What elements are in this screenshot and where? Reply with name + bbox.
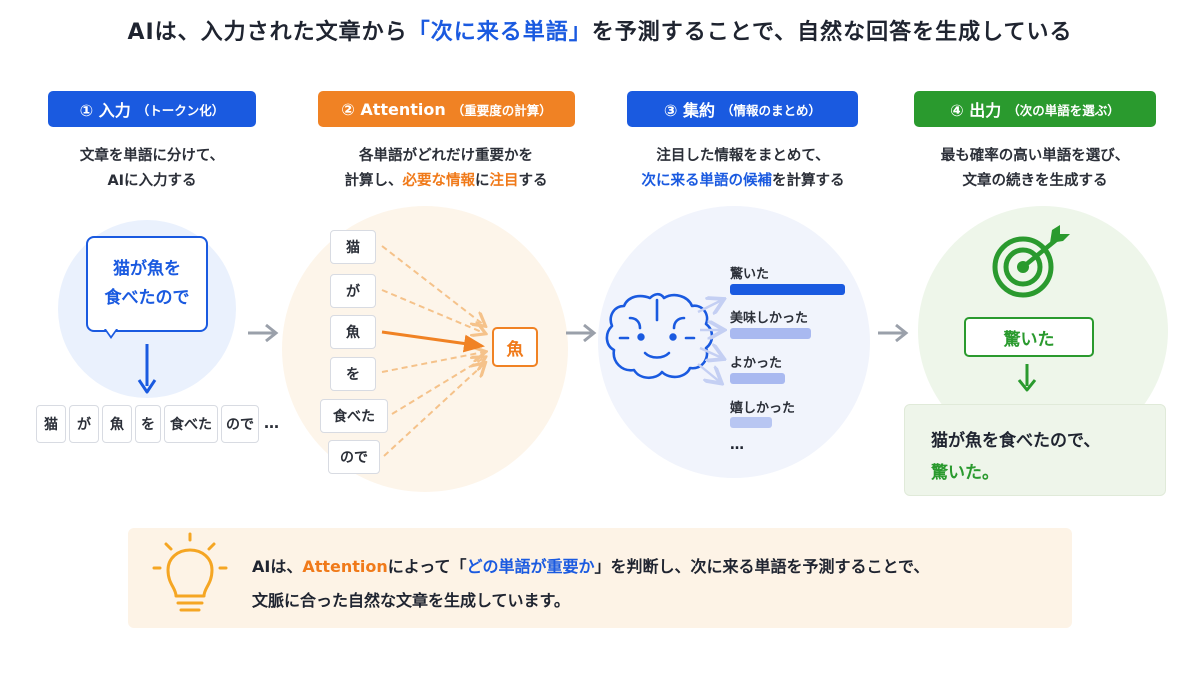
step-arrow-2 — [566, 323, 597, 343]
target-icon — [992, 225, 1070, 298]
step2-desc-text-c: に — [475, 173, 490, 189]
step3-badge-label: ③ 集約 — [663, 101, 716, 120]
summary-highlight: どの単語が重要か — [466, 557, 595, 576]
attention-token: 食べた — [320, 399, 388, 433]
step4-desc-line1: 最も確率の高い単語を選び、 — [940, 148, 1130, 164]
attention-target-token: 魚 — [492, 327, 538, 367]
summary-a5: 」を判断し、次に来る単語を予測することで、 — [594, 557, 930, 576]
bubble-line1: 猫が魚を — [113, 259, 181, 279]
output-selected-word: 驚いた — [964, 317, 1094, 357]
step2-badge-label: ② Attention — [341, 99, 446, 119]
summary-text: AIは、Attentionによって「どの単語が重要か」を判断し、次に来る単語を予… — [252, 550, 929, 618]
attention-token: ので — [328, 440, 380, 474]
step4-badge-label: ④ 出力 — [950, 101, 1002, 120]
input-token: 猫 — [36, 405, 66, 443]
input-token-ellipsis: … — [264, 414, 279, 432]
candidate-label: 驚いた — [730, 267, 770, 282]
step1-badge: ① 入力 （トークン化） — [48, 91, 256, 127]
step3-badge: ③ 集約 （情報のまとめ） — [627, 91, 858, 127]
step2-desc-text-a: 計算し、 — [344, 173, 403, 189]
input-token: 食べた — [164, 405, 218, 443]
candidate-ellipsis: … — [730, 437, 744, 453]
step-arrow-1 — [248, 323, 279, 343]
step4-badge: ④ 出力 （次の単語を選ぶ） — [914, 91, 1156, 127]
step2-desc-highlight-d: 注目 — [489, 173, 519, 189]
step3-desc-highlight: 次に来る単語の候補 — [641, 173, 773, 189]
step1-desc-line1: 文章を単語に分けて、 — [79, 148, 225, 164]
step2-badge: ② Attention （重要度の計算） — [318, 91, 575, 127]
step4-badge-sub: （次の単語を選ぶ） — [1007, 102, 1120, 118]
step4-down-arrow — [1017, 364, 1037, 392]
input-token: ので — [221, 405, 259, 443]
step1-desc-line2: AIに入力する — [107, 173, 197, 189]
title-part2: を予測することで、自然な回答を生成している — [591, 20, 1073, 45]
candidate-bar — [730, 328, 811, 339]
step3-desc-text: を計算する — [772, 173, 845, 189]
attention-token: 猫 — [330, 230, 376, 264]
summary-a1: AIは、 — [252, 557, 303, 576]
title-highlight: 「次に来る単語」 — [407, 20, 592, 45]
output-final-sentence: 猫が魚を食べたので、 驚いた。 — [904, 404, 1166, 496]
final-line1: 猫が魚を食べたので、 — [931, 431, 1101, 451]
step2-desc-line1: 各単語がどれだけ重要かを — [359, 148, 533, 164]
step4-description: 最も確率の高い単語を選び、 文章の続きを生成する — [900, 144, 1170, 194]
step1-badge-sub: （トークン化） — [136, 102, 225, 118]
attention-token: が — [330, 274, 376, 308]
input-token: 魚 — [102, 405, 132, 443]
input-speech-bubble: 猫が魚を 食べたので — [86, 236, 208, 332]
step3-badge-sub: （情報のまとめ） — [721, 102, 822, 118]
step2-description: 各単語がどれだけ重要かを 計算し、必要な情報に注目する — [296, 144, 596, 194]
attention-token: を — [330, 357, 376, 391]
summary-line2: 文脈に合った自然な文章を生成しています。 — [252, 591, 570, 610]
candidate-label: よかった — [730, 356, 783, 371]
summary-a3: によって「 — [387, 557, 467, 576]
bubble-line2: 食べたので — [104, 288, 190, 308]
step1-down-arrow — [137, 344, 157, 394]
step3-desc-line2: 次に来る単語の候補を計算する — [598, 169, 888, 194]
step1-badge-label: ① 入力 — [79, 101, 131, 120]
step2-desc-highlight-a: 必要な情報 — [402, 173, 476, 189]
final-line2: 驚いた。 — [931, 463, 999, 483]
step3-desc-line1: 注目した情報をまとめて、 — [656, 148, 830, 164]
candidate-bar — [730, 284, 845, 295]
lightbulb-icon — [152, 532, 228, 612]
summary-box — [128, 528, 1072, 628]
input-token: を — [135, 405, 161, 443]
summary-attention: Attention — [302, 557, 388, 576]
attention-lines — [381, 245, 484, 457]
candidate-bar — [730, 373, 785, 384]
candidate-arrows — [697, 300, 722, 382]
step2-desc-text-e: する — [518, 173, 548, 189]
step2-desc-line2: 計算し、必要な情報に注目する — [296, 169, 596, 194]
candidate-bar — [730, 417, 772, 428]
step3-circle — [598, 206, 870, 478]
page-title: AIは、入力された文章から「次に来る単語」を予測することで、自然な回答を生成して… — [0, 14, 1200, 46]
bubble-tail-inner — [106, 329, 116, 336]
candidate-label: 美味しかった — [730, 311, 809, 326]
step3-description: 注目した情報をまとめて、 次に来る単語の候補を計算する — [598, 144, 888, 194]
brain-icon — [605, 292, 714, 380]
summary-line1: AIは、Attentionによって「どの単語が重要か」を判断し、次に来る単語を予… — [252, 550, 929, 584]
step-arrow-3 — [878, 323, 909, 343]
step2-badge-sub: （重要度の計算） — [451, 102, 552, 118]
attention-token: 魚 — [330, 315, 376, 349]
candidate-label: 嬉しかった — [730, 401, 796, 416]
step1-description: 文章を単語に分けて、 AIに入力する — [48, 144, 256, 194]
step4-desc-line2: 文章の続きを生成する — [962, 173, 1108, 189]
title-part1: AIは、入力された文章から — [127, 20, 408, 45]
input-token: が — [69, 405, 99, 443]
